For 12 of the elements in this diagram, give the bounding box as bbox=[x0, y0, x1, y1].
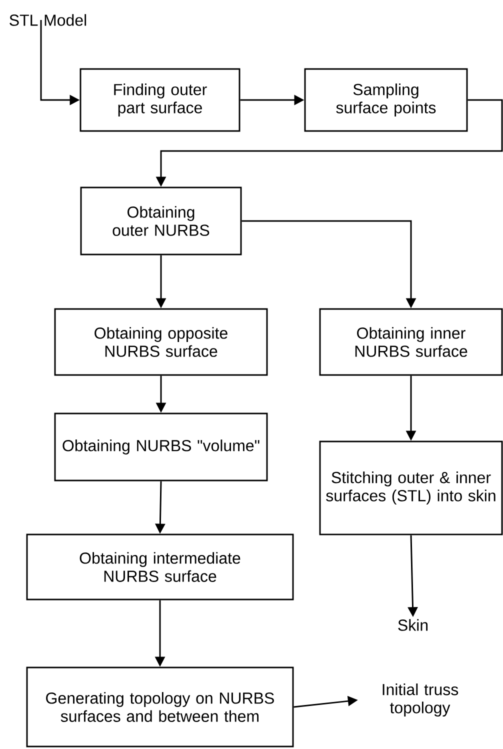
process-box: Obtaining intermediate NURBS surface bbox=[26, 534, 294, 600]
flow-label: Initial truss topology bbox=[382, 684, 458, 717]
process-box: Sampling surface points bbox=[304, 68, 468, 132]
process-box: Obtaining NURBS "volume" bbox=[54, 412, 268, 482]
flow-label: Skin bbox=[398, 619, 428, 631]
process-box: Generating topology on NURBS surfaces and between them bbox=[26, 666, 294, 748]
process-box: Obtaining inner NURBS surface bbox=[319, 308, 503, 376]
process-box: Obtaining opposite NURBS surface bbox=[54, 308, 268, 376]
process-box: Obtaining outer NURBS bbox=[80, 186, 242, 256]
flow-label: STL Model bbox=[10, 14, 86, 26]
process-box: Finding outer part surface bbox=[80, 68, 240, 132]
process-box: Stitching outer & inner surfaces (STL) into skin bbox=[319, 440, 503, 536]
